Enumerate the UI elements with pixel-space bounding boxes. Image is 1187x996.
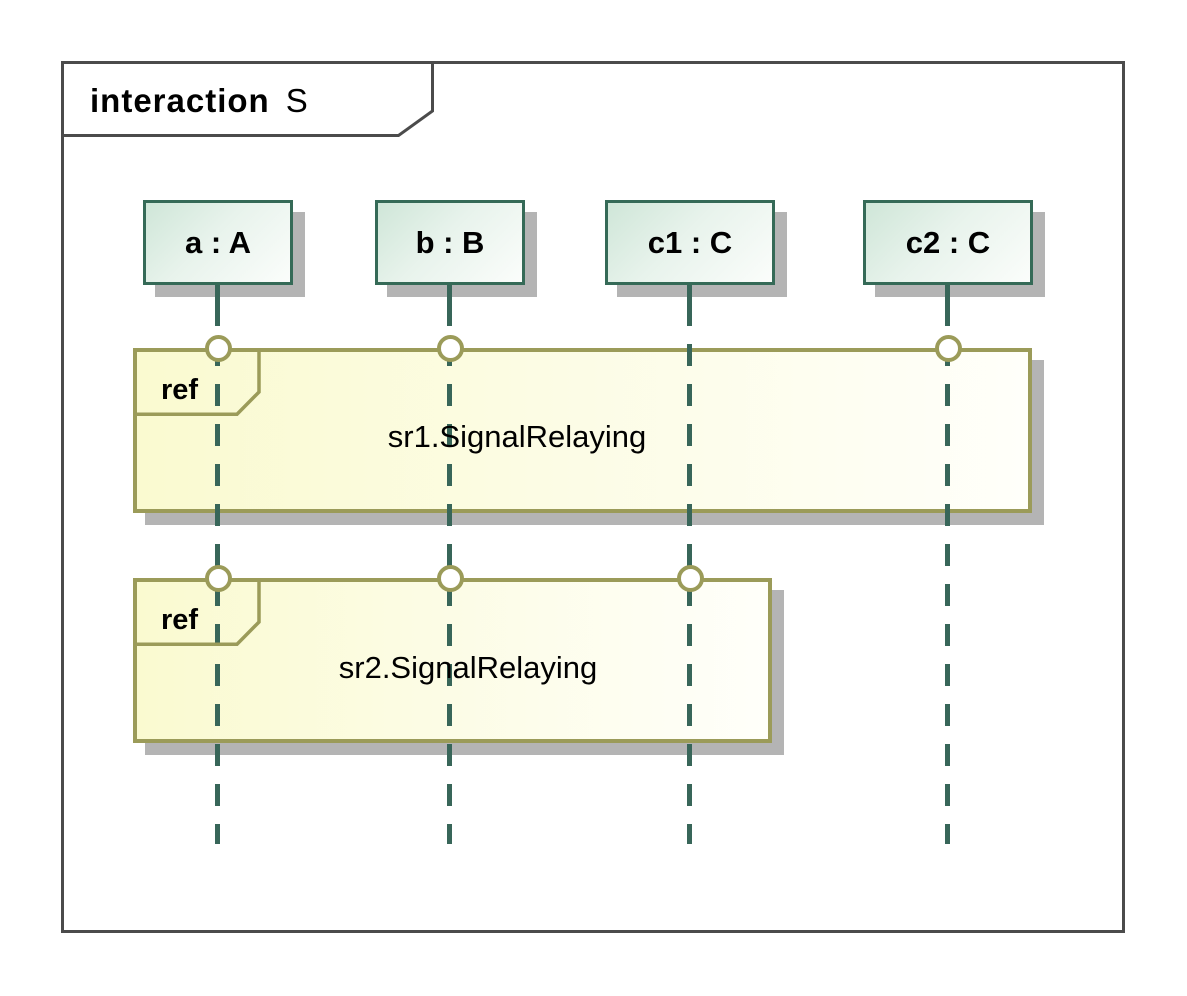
lifeline-stem xyxy=(447,285,452,304)
lifeline-label: c1 : C xyxy=(647,224,733,260)
gate-icon xyxy=(205,335,232,362)
lifeline-stem xyxy=(215,285,220,304)
lifeline-c2 xyxy=(945,304,950,844)
ref-keyword: ref xyxy=(161,604,199,636)
frame-title: interaction S xyxy=(90,82,308,120)
lifeline-label: c2 : C xyxy=(905,224,991,260)
ref-pentagon-icon xyxy=(133,578,261,646)
gate-icon xyxy=(437,335,464,362)
ref-pentagon-icon xyxy=(133,348,261,416)
lifeline-label: a : A xyxy=(184,224,252,260)
interaction-use-name: sr2.SignalRelaying xyxy=(338,650,598,685)
lifeline-stem xyxy=(945,285,950,304)
gate-icon xyxy=(677,565,704,592)
lifeline-head-c2: c2 : C xyxy=(863,200,1033,285)
ref-keyword: ref xyxy=(161,374,199,406)
lifeline-head-c1: c1 : C xyxy=(605,200,775,285)
interaction-use-frame-sr1 xyxy=(133,348,1032,513)
lifeline-stem xyxy=(687,285,692,304)
frame-name: S xyxy=(285,82,308,119)
gate-icon xyxy=(205,565,232,592)
frame-keyword: interaction xyxy=(90,82,270,119)
gate-icon xyxy=(437,565,464,592)
interaction-use-name: sr1.SignalRelaying xyxy=(387,419,647,454)
frame-title-pentagon-icon xyxy=(61,61,434,137)
lifeline-label: b : B xyxy=(415,224,485,260)
lifeline-head-b: b : B xyxy=(375,200,525,285)
lifeline-head-a: a : A xyxy=(143,200,293,285)
gate-icon xyxy=(935,335,962,362)
